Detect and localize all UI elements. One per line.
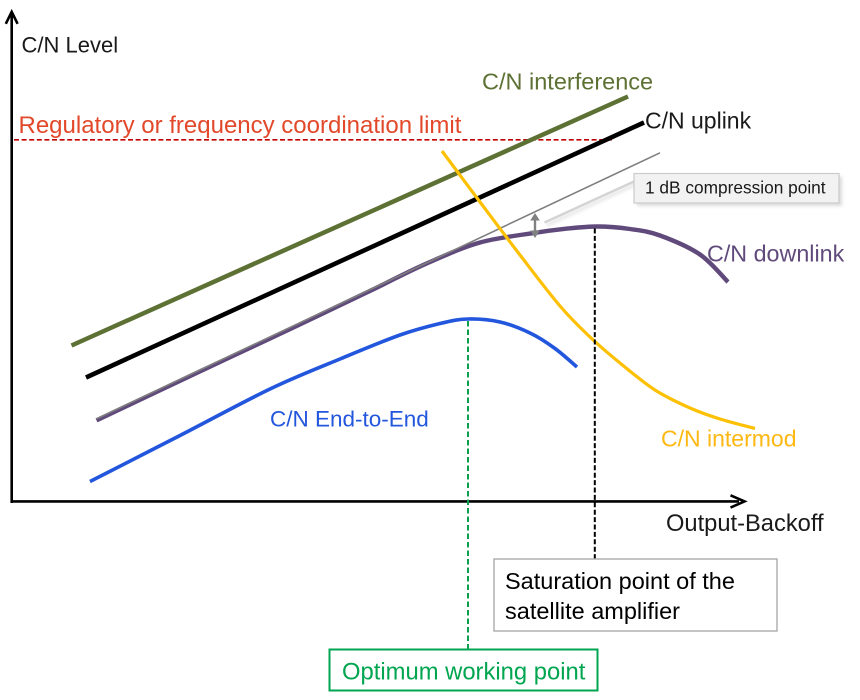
svg-text:satellite amplifier: satellite amplifier [505, 598, 680, 624]
svg-text:Optimum working point: Optimum working point [342, 659, 586, 686]
svg-text:C/N Level: C/N Level [22, 33, 119, 58]
svg-text:C/N uplink: C/N uplink [645, 108, 752, 134]
svg-text:C/N interference: C/N interference [482, 69, 653, 95]
svg-text:1 dB compression point: 1 dB compression point [645, 178, 826, 198]
svg-text:C/N End-to-End: C/N End-to-End [270, 407, 429, 432]
svg-text:Saturation point of the: Saturation point of the [505, 568, 735, 594]
svg-text:Output-Backoff: Output-Backoff [666, 511, 824, 537]
svg-text:C/N downlink: C/N downlink [707, 241, 845, 267]
svg-text:Regulatory or frequency coordi: Regulatory or frequency coordination lim… [19, 112, 462, 139]
svg-text:C/N intermod: C/N intermod [661, 426, 796, 452]
